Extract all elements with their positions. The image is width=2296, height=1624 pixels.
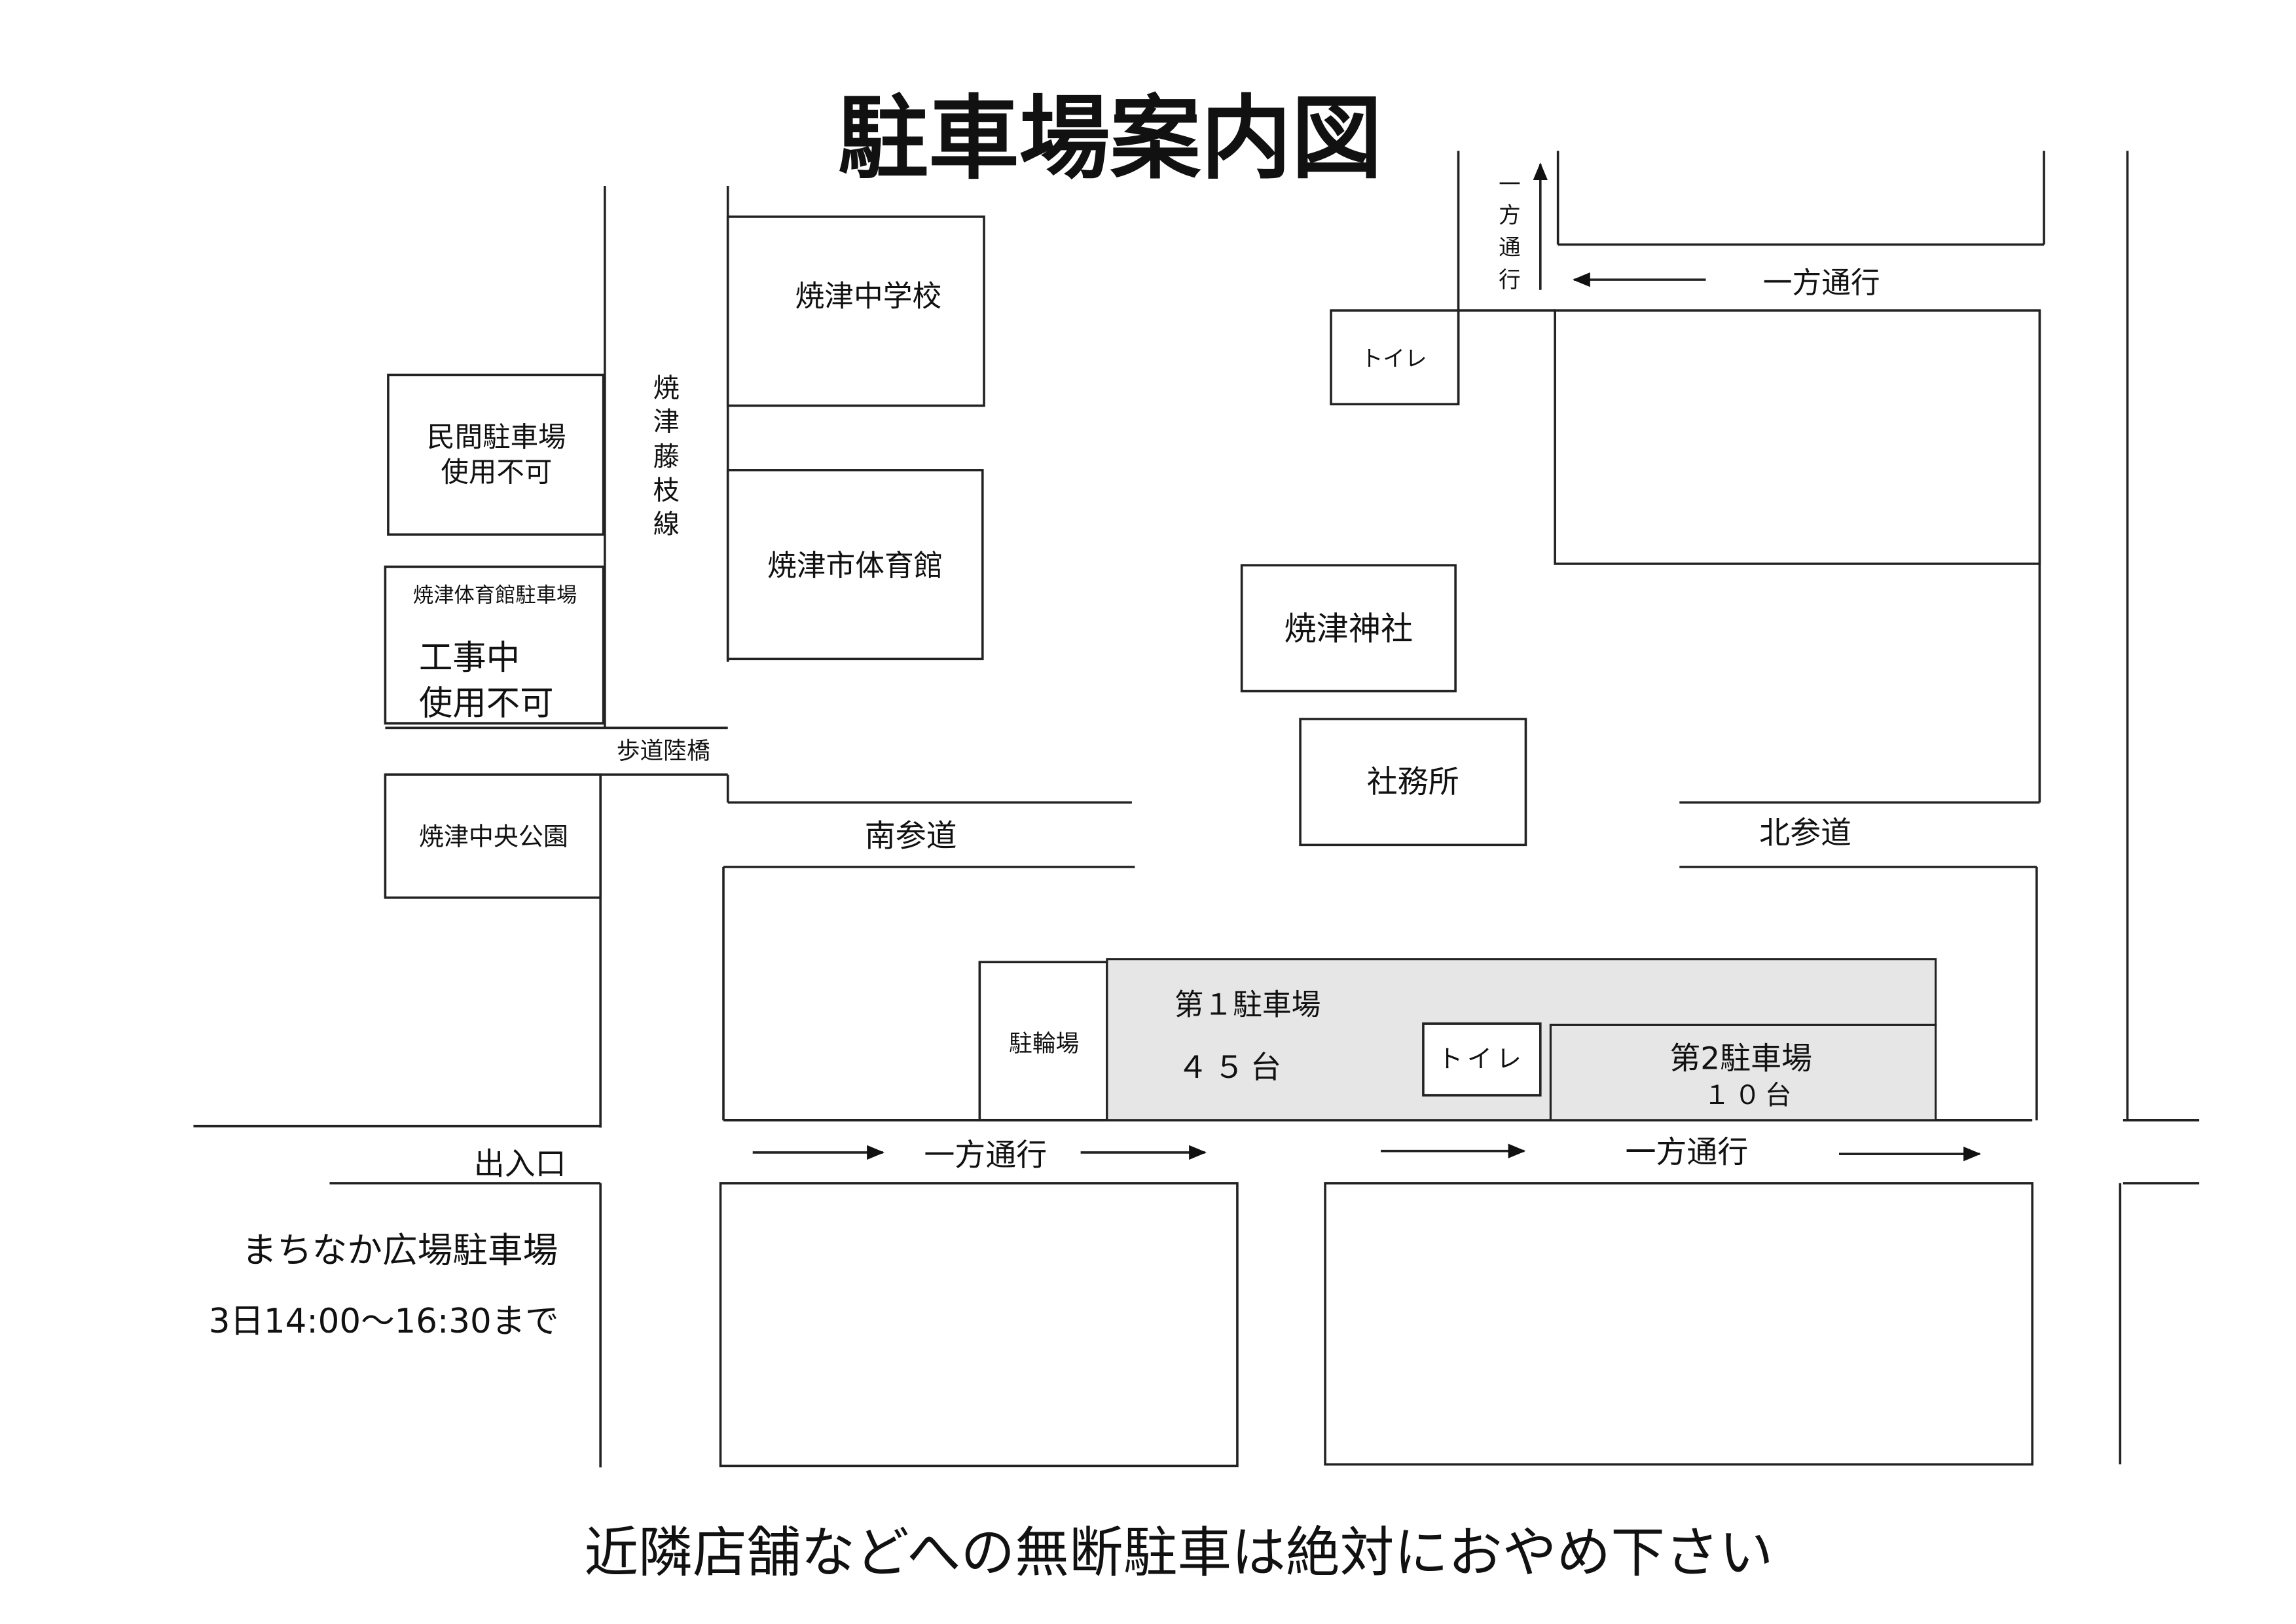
- svg-text:一: 一: [1499, 172, 1521, 197]
- private-parking-block: [387, 373, 605, 536]
- block-south-east: [1324, 1182, 2033, 1466]
- one-way-label-bottom-left: 一方通行: [924, 1137, 1047, 1173]
- gym-parking-label: 焼津体育館駐車場: [413, 583, 577, 607]
- junior-high-label: 焼津中学校: [795, 278, 942, 313]
- south-approach-label: 南参道: [865, 819, 957, 855]
- overpass-label: 歩道陸橋: [617, 737, 710, 764]
- shrine-office-block: [1299, 718, 1527, 847]
- north-approach-label: 北参道: [1759, 815, 1851, 851]
- central-park-label: 焼津中央公園: [419, 822, 568, 851]
- machinaka-parking-label: まちなか広場駐車場: [242, 1230, 558, 1271]
- city-gym-label: 焼津市体育館: [767, 548, 943, 583]
- svg-text:通: 通: [1499, 234, 1521, 260]
- shrine-office-label: 社務所: [1367, 764, 1459, 800]
- junior-high-block: [726, 215, 985, 407]
- gym-parking-construction: 工事中: [419, 638, 520, 678]
- bicycle-parking-block: [978, 961, 1108, 1122]
- entrance-label: 出入口: [474, 1146, 566, 1182]
- one-way-label-top: 一方通行: [1763, 265, 1880, 300]
- road-lines: [193, 151, 2200, 1467]
- block-south-west: [719, 1182, 1239, 1467]
- parking-1-count: ４５台: [1177, 1050, 1287, 1086]
- parking-2-area: [1549, 1024, 1937, 1122]
- no-parking-notice: 近隣店舗などへの無断駐車は絶対におやめ下さい: [584, 1521, 1773, 1584]
- gym-parking-status: 使用不可: [419, 684, 554, 723]
- city-gym-block: [726, 469, 984, 661]
- svg-text:線: 線: [653, 509, 680, 540]
- bicycle-parking-label: 駐輪場: [1009, 1031, 1079, 1058]
- map-title: 駐車場案内図: [837, 84, 1382, 191]
- svg-text:方: 方: [1499, 202, 1521, 228]
- svg-text:藤: 藤: [653, 442, 680, 472]
- route-label-vertical: 焼 津 藤 枝 線: [653, 373, 680, 540]
- private-parking-label: 民間駐車場: [427, 422, 566, 454]
- machinaka-parking-hours: 3日14:00～16:30まで: [209, 1302, 559, 1341]
- private-parking-status: 使用不可: [441, 457, 552, 489]
- svg-text:行: 行: [1499, 267, 1521, 292]
- toilet-top-label: トイレ: [1361, 346, 1427, 371]
- parking-2-count: １０台: [1704, 1080, 1796, 1111]
- shrine-block: [1240, 564, 1457, 693]
- toilet-parking-block: [1422, 1022, 1542, 1097]
- svg-text:津: 津: [653, 407, 680, 437]
- svg-text:焼: 焼: [653, 373, 680, 403]
- shrine-label: 焼津神社: [1284, 610, 1413, 648]
- central-park-block: [384, 773, 602, 899]
- parking-1-label: 第１駐車場: [1175, 987, 1321, 1022]
- one-way-vertical-label: 一 方 通 行: [1499, 172, 1521, 292]
- toilet-top-block: [1330, 309, 1460, 405]
- svg-text:枝: 枝: [653, 476, 680, 506]
- toilet-parking-label: トイレ: [1438, 1044, 1525, 1073]
- parking-2-label: 第2駐車場: [1669, 1041, 1812, 1077]
- gym-parking-block: [384, 565, 605, 725]
- one-way-label-bottom-right: 一方通行: [1626, 1135, 1749, 1171]
- block-northeast: [1554, 309, 2041, 565]
